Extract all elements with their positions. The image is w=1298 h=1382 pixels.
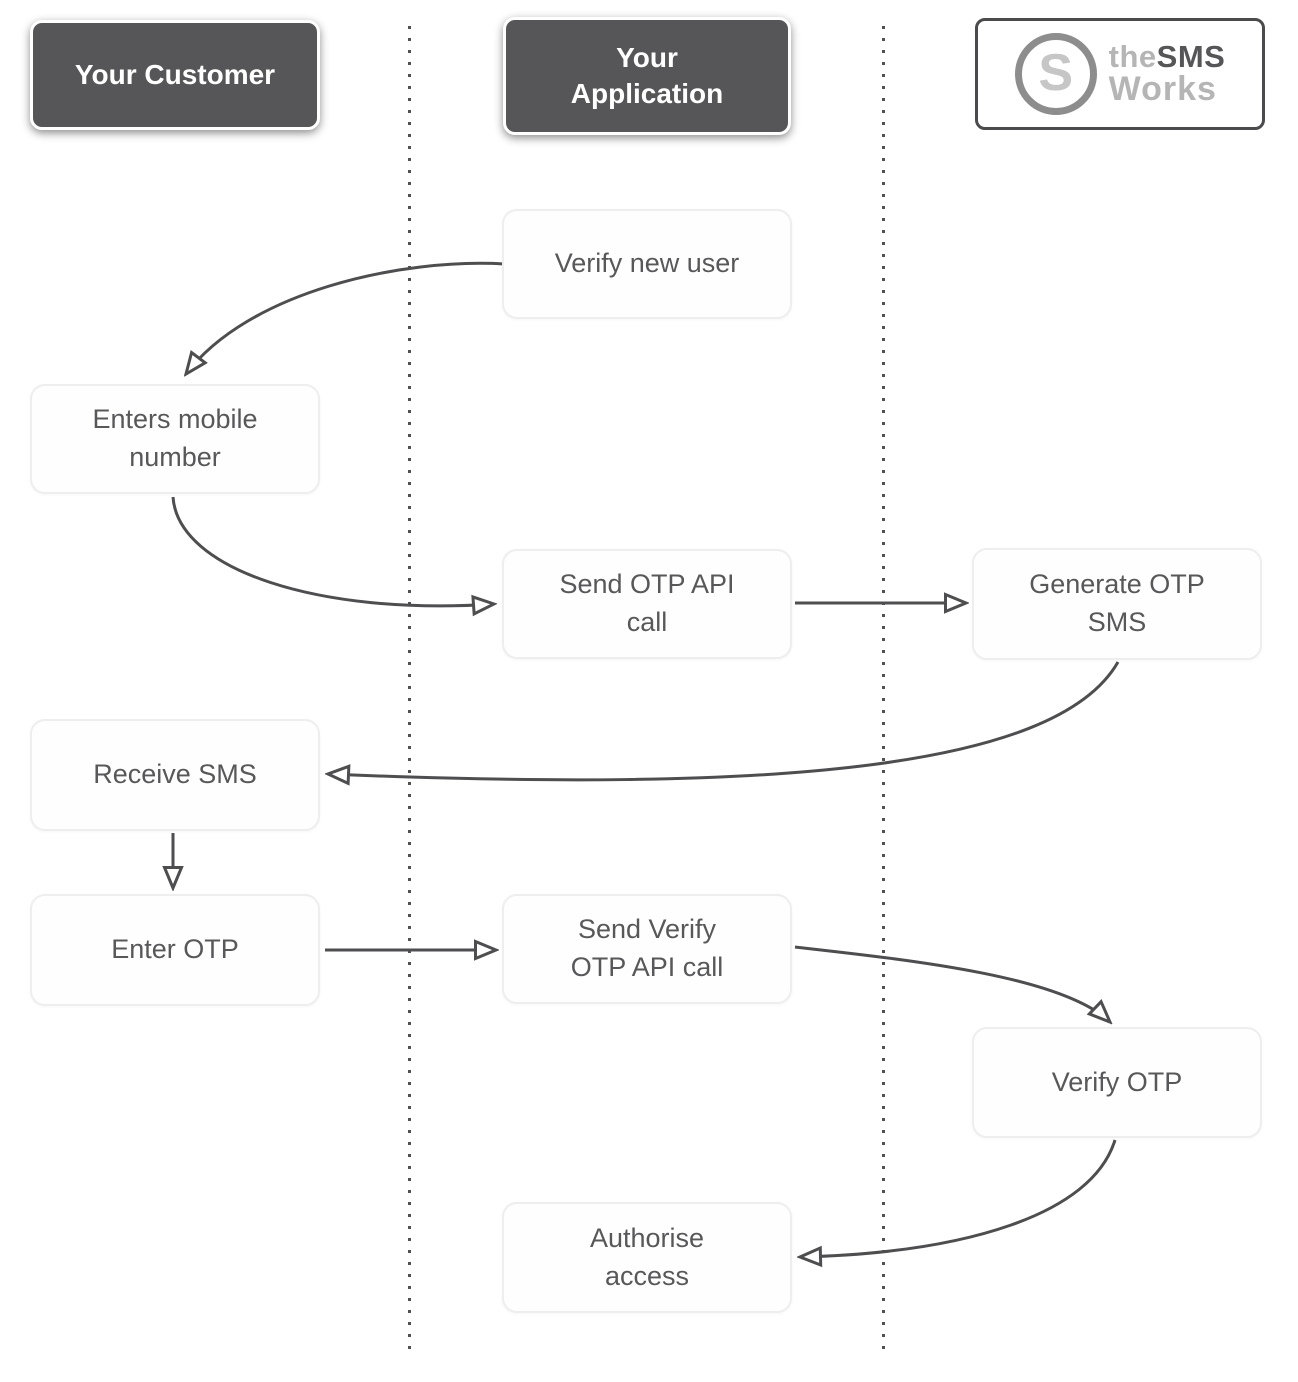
- smsworks-logo-word-the: the: [1108, 38, 1157, 74]
- smsworks-logo-wordmark: theSMS Works: [1109, 41, 1226, 107]
- arrow-enters-mobile-to-send-otp: [171, 496, 494, 606]
- node-receive-sms: Receive SMS: [30, 719, 320, 831]
- arrow-send-verify-to-verify-otp: [794, 945, 1110, 1022]
- arrow-generate-otp-to-receive-sms: [328, 661, 1120, 780]
- lane-header-your-customer: Your Customer: [30, 20, 320, 130]
- smsworks-logo-circle-icon: S: [1014, 33, 1097, 115]
- smsworks-logo-word-works: Works: [1108, 70, 1217, 109]
- node-enters-mobile-number: Enters mobile number: [30, 384, 320, 494]
- node-authorise-access: Authorise access: [502, 1202, 792, 1313]
- arrow-verify-new-user-to-enters-mobile: [186, 261, 506, 374]
- node-enter-otp: Enter OTP: [30, 894, 320, 1006]
- lane-header-your-application: Your Application: [503, 17, 791, 135]
- node-verify-otp: Verify OTP: [972, 1027, 1262, 1138]
- node-send-verify-otp-api-call: Send Verify OTP API call: [502, 894, 792, 1004]
- smsworks-logo-word-sms: SMS: [1156, 38, 1226, 74]
- arrow-verify-otp-to-authorise: [800, 1139, 1117, 1257]
- node-verify-new-user: Verify new user: [502, 209, 792, 319]
- node-send-otp-api-call: Send OTP API call: [502, 549, 792, 659]
- node-generate-otp-sms: Generate OTP SMS: [972, 548, 1262, 660]
- smsworks-logo: S theSMS Works: [975, 18, 1265, 130]
- smsworks-logo-monogram: S: [1038, 44, 1073, 102]
